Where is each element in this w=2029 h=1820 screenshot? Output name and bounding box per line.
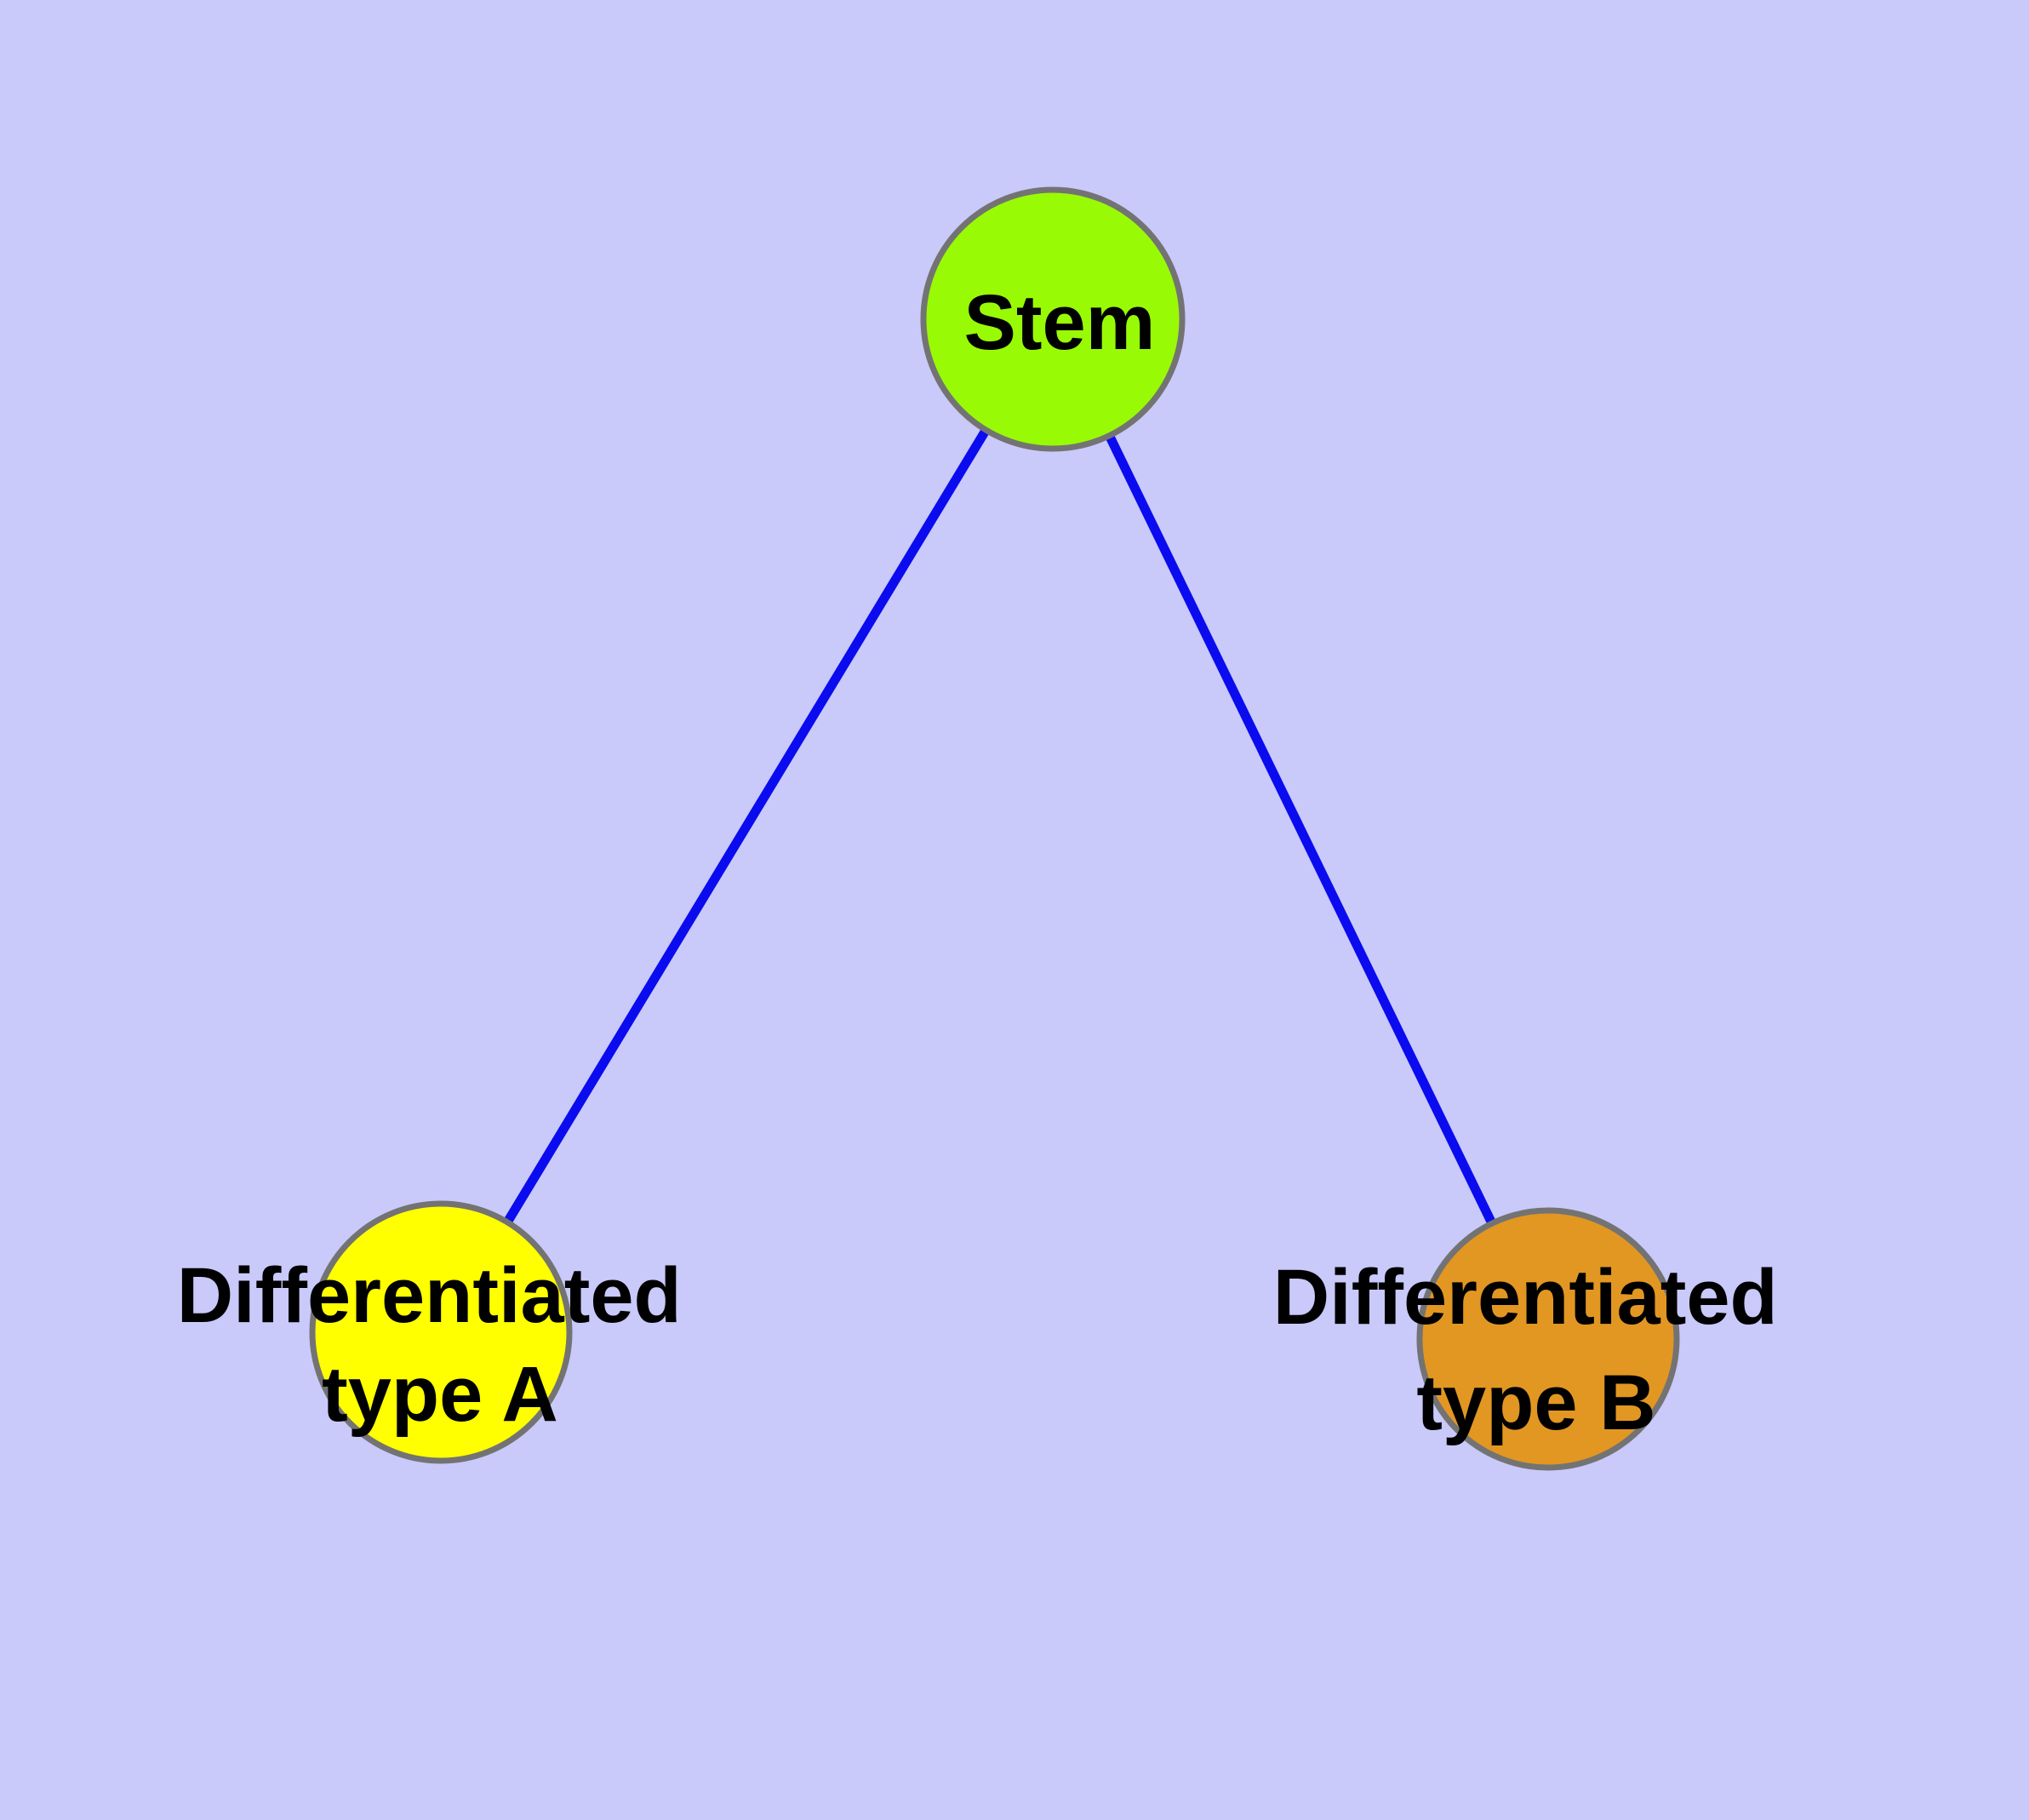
node-differentiated-type-a	[309, 1200, 573, 1464]
node-differentiated-type-b-label-line1: Differentiated	[1273, 1254, 1778, 1341]
node-differentiated-type-a-label-line2: type A	[322, 1351, 558, 1438]
node-differentiated-type-b-label: Differentiated type B	[1273, 1254, 1800, 1446]
edge-stem-to-type-b	[1049, 317, 1552, 1342]
node-differentiated-type-b-label-line2: type B	[1416, 1359, 1655, 1446]
node-differentiated-type-a-label-line1: Differentiated	[177, 1252, 682, 1339]
node-differentiated-type-a-label: Differentiated type A	[177, 1252, 704, 1438]
node-stem	[920, 186, 1186, 452]
node-differentiated-type-b	[1416, 1207, 1680, 1471]
edge-stem-to-type-a	[437, 317, 1057, 1335]
node-stem-label: Stem	[964, 279, 1156, 366]
